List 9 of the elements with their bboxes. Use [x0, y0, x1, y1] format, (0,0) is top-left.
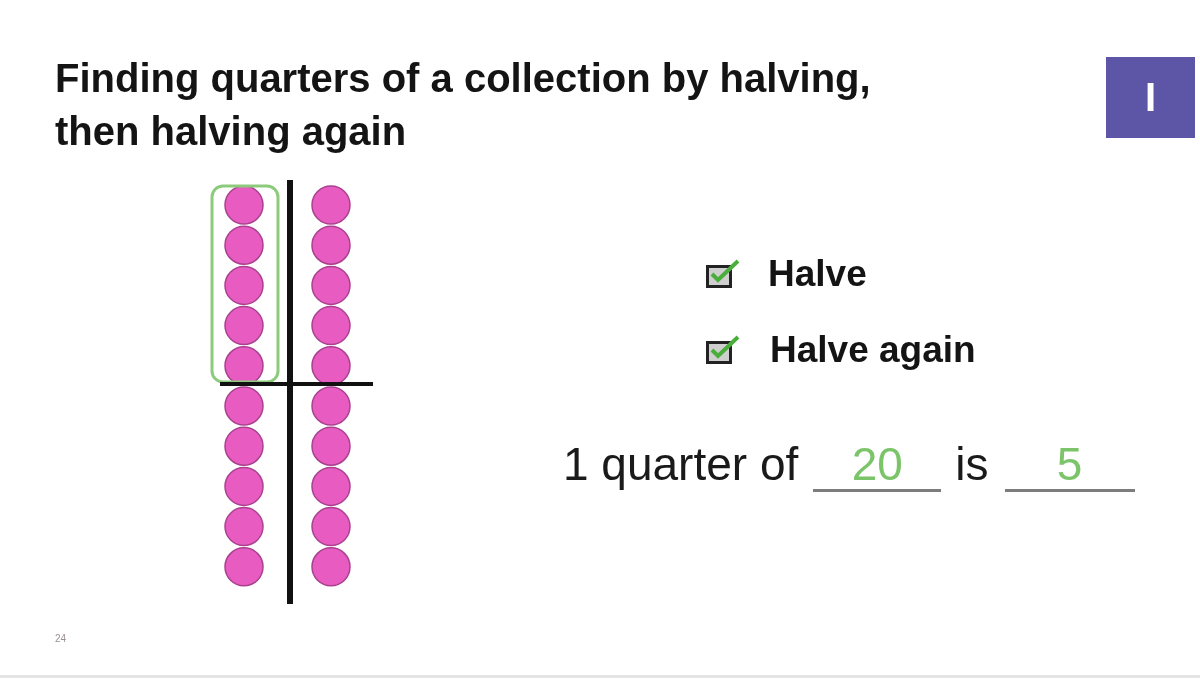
- page-number: 24: [55, 633, 67, 645]
- sentence-text: 1 quarter of: [563, 437, 799, 492]
- step-label: Halve again: [770, 328, 976, 372]
- title: Finding quarters of a collection by halving, then halving again: [55, 55, 872, 155]
- sentence-text: is: [955, 437, 989, 492]
- step-label: Halve: [768, 252, 867, 296]
- level-badge: I: [1106, 57, 1195, 138]
- fill-in-line: 20: [813, 439, 942, 492]
- fill-in-line: 5: [1004, 439, 1135, 492]
